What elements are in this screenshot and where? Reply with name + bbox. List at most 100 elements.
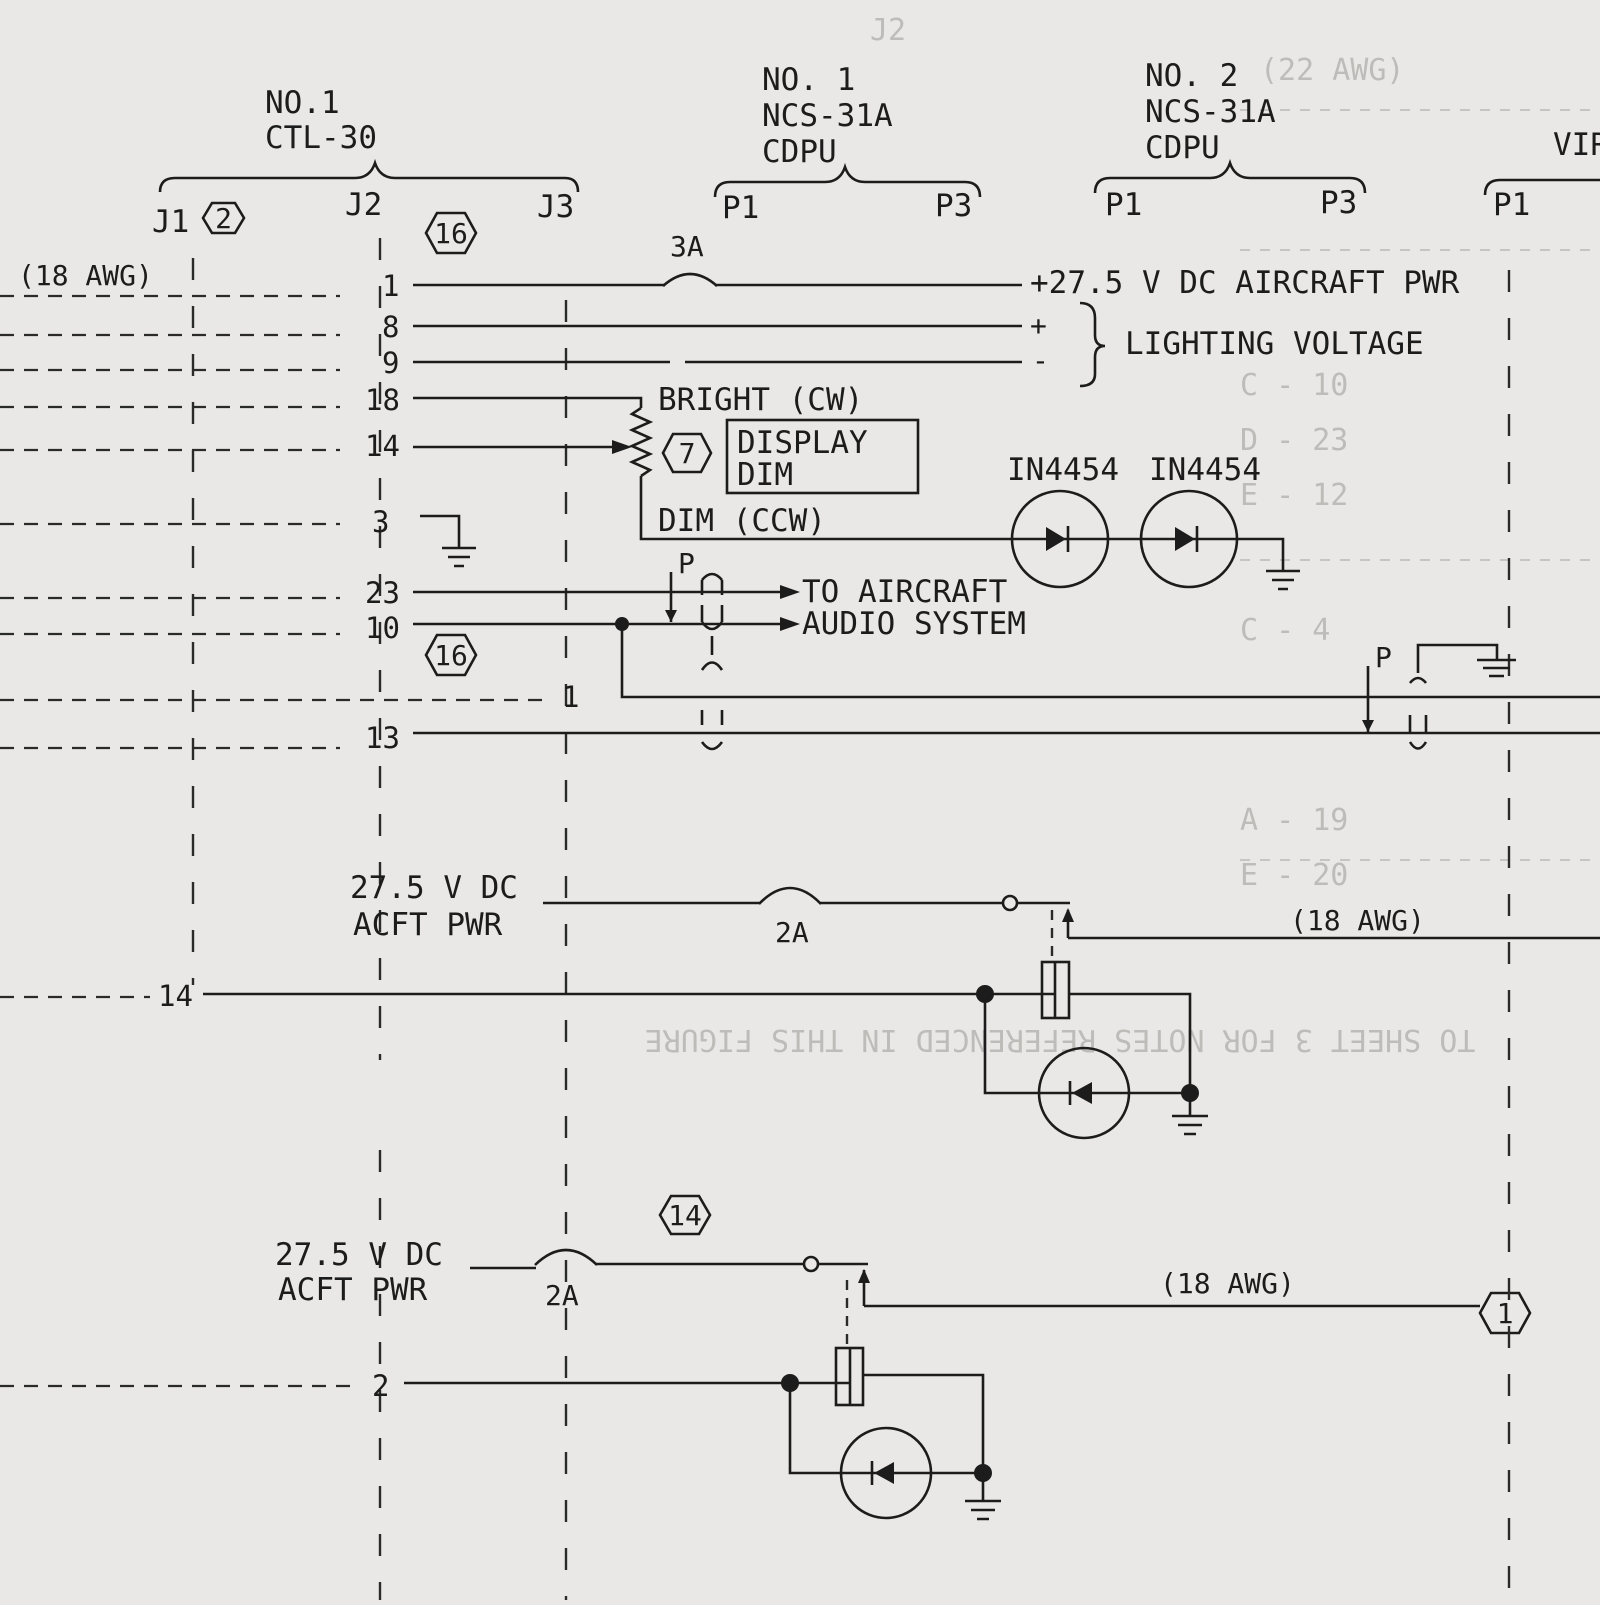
cdpu1-line3: CDPU (762, 134, 837, 170)
cdpu2-line2: NCS-31A (1145, 94, 1276, 130)
pin-3: 3 (372, 505, 389, 539)
ghost-code: C - 10 (1240, 368, 1348, 403)
p-marker: P (1375, 641, 1392, 674)
connector-p1: P1 (1493, 187, 1530, 223)
display-dim-line2: DIM (737, 457, 793, 493)
ctl30-brace (158, 158, 580, 193)
note-hex (424, 633, 478, 677)
note-number: 7 (679, 437, 696, 470)
wiper-arrow (612, 440, 632, 454)
connector-j3: J3 (537, 189, 574, 225)
note-number: 16 (434, 217, 468, 250)
left-dashed-wires: (18 AWG) (0, 259, 550, 1388)
to-aircraft-label: TO AIRCRAFT (802, 574, 1007, 610)
connector-j2: J2 (345, 187, 382, 223)
bright-label: BRIGHT (CW) (658, 382, 863, 418)
ctl30-line1: NO.1 (265, 85, 340, 121)
acft-pwr-2-line1: 27.5 V DC (275, 1237, 443, 1273)
vir-header: VIR P1 (1483, 127, 1600, 223)
plus-sign: + (1030, 309, 1047, 342)
cdpu1-line2: NCS-31A (762, 98, 893, 134)
suppression-diode-circle (1037, 1046, 1131, 1140)
minus-sign: - (1032, 344, 1049, 377)
ghost-code: D - 23 (1240, 423, 1348, 458)
note-hex (424, 211, 478, 255)
aircraft-power-circuit: 3A +27.5 V DC AIRCRAFT PWR (413, 230, 1460, 301)
vir-brace (1483, 178, 1600, 196)
connector-centerlines (191, 238, 1511, 1600)
cdpu1-brace (713, 162, 982, 198)
acft-pwr-2-line2: ACFT PWR (278, 1272, 428, 1308)
ctl30-header: NO.1 CTL-30 J1 J2 J3 (152, 85, 580, 240)
fuse-2a-symbol (758, 886, 822, 905)
cdpu2-brace (1093, 158, 1367, 194)
arrow-head (780, 585, 800, 599)
connector-p3: P3 (935, 188, 972, 224)
awg-label-top: (18 AWG) (18, 259, 153, 292)
pin-14: 14 (365, 429, 400, 463)
note-number: 16 (434, 639, 468, 672)
relay-contact (802, 1255, 820, 1273)
diode-triangle-b (1175, 527, 1195, 551)
vir-line1: VIR (1553, 127, 1600, 163)
connector-p1: P1 (722, 190, 759, 226)
pin-10: 10 (365, 611, 400, 645)
note-hex (658, 1194, 712, 1236)
shield-symbol (700, 572, 724, 631)
note-hexagons: 2 16 16 7 14 1 (201, 201, 1532, 1335)
arrow-head (780, 617, 800, 631)
pin-j1-14: 14 (158, 979, 193, 1013)
diode-string: IN4454 IN4454 (1007, 452, 1300, 591)
ghost-code: A - 19 (1240, 803, 1348, 838)
cdpu2-line1: NO. 2 (1145, 58, 1238, 94)
acft-pwr-1-line1: 27.5 V DC (350, 870, 518, 906)
awg-label-low: (18 AWG) (1160, 1267, 1295, 1300)
ctl30-line2: CTL-30 (265, 120, 377, 156)
diode-label-a: IN4454 (1007, 452, 1119, 488)
note-number: 1 (1497, 1297, 1514, 1330)
diode-label-b: IN4454 (1149, 452, 1261, 488)
lighting-voltage-label: LIGHTING VOLTAGE (1125, 326, 1424, 362)
ghost-code: E - 20 (1240, 858, 1348, 893)
ghost-awg: (22 AWG) (1260, 53, 1405, 88)
pin-9: 9 (382, 346, 399, 380)
fuse-2a-symbol (534, 1248, 598, 1266)
note-hex (661, 432, 713, 474)
shield-symbol (1408, 676, 1428, 750)
shield-symbol (700, 636, 724, 751)
cdpu2-header: NO. 2 NCS-31A CDPU P1 P3 (1093, 58, 1367, 223)
note-hex (1478, 1291, 1532, 1335)
note-hex (201, 201, 246, 235)
dim-ccw-label: DIM (CCW) (658, 503, 826, 539)
pin-18: 18 (365, 383, 400, 417)
display-dim-box (725, 418, 920, 495)
bleedthrough-layer: J2 (22 AWG) C - 10 D - 23 E - 12 C - 4 A… (645, 13, 1600, 1057)
audio-system-circuit: TO AIRCRAFT AUDIO SYSTEM P P (413, 547, 1600, 751)
resistor-zigzag (628, 406, 654, 478)
ground-symbol (1416, 643, 1516, 678)
pin-j1-2: 2 (372, 1369, 389, 1403)
ground-symbol (1172, 1093, 1208, 1136)
fuse-2a-label: 2A (545, 1279, 579, 1312)
ghost-note: TO SHEET 3 FOR NOTES REFERENCED IN THIS … (645, 1022, 1476, 1057)
relay-contact (1001, 894, 1019, 912)
relay-circuit-1: 27.5 V DC ACFT PWR 2A (18 AWG) (203, 870, 1600, 1140)
awg-label-mid: (18 AWG) (1290, 904, 1425, 937)
pin-13: 13 (365, 721, 400, 755)
ghost-code: E - 12 (1240, 478, 1348, 513)
note-number: 2 (215, 202, 232, 235)
lighting-brace (1079, 301, 1106, 388)
acft-pwr-1-line2: ACFT PWR (353, 907, 503, 943)
connector-p1: P1 (1105, 187, 1142, 223)
pin-23: 23 (365, 576, 400, 610)
suppression-diode-circle (839, 1426, 933, 1520)
connector-j1: J1 (152, 204, 189, 240)
p-marker: P (678, 547, 695, 580)
fuse-3a-symbol (662, 272, 718, 287)
note-number: 14 (668, 1199, 702, 1232)
cdpu1-header: NO. 1 NCS-31A CDPU P1 P3 (713, 62, 982, 226)
fuse-3a-label: 3A (670, 230, 704, 263)
display-dim-potentiometer: BRIGHT (CW) DIM (CCW) DISPLAY DIM (413, 382, 1020, 541)
